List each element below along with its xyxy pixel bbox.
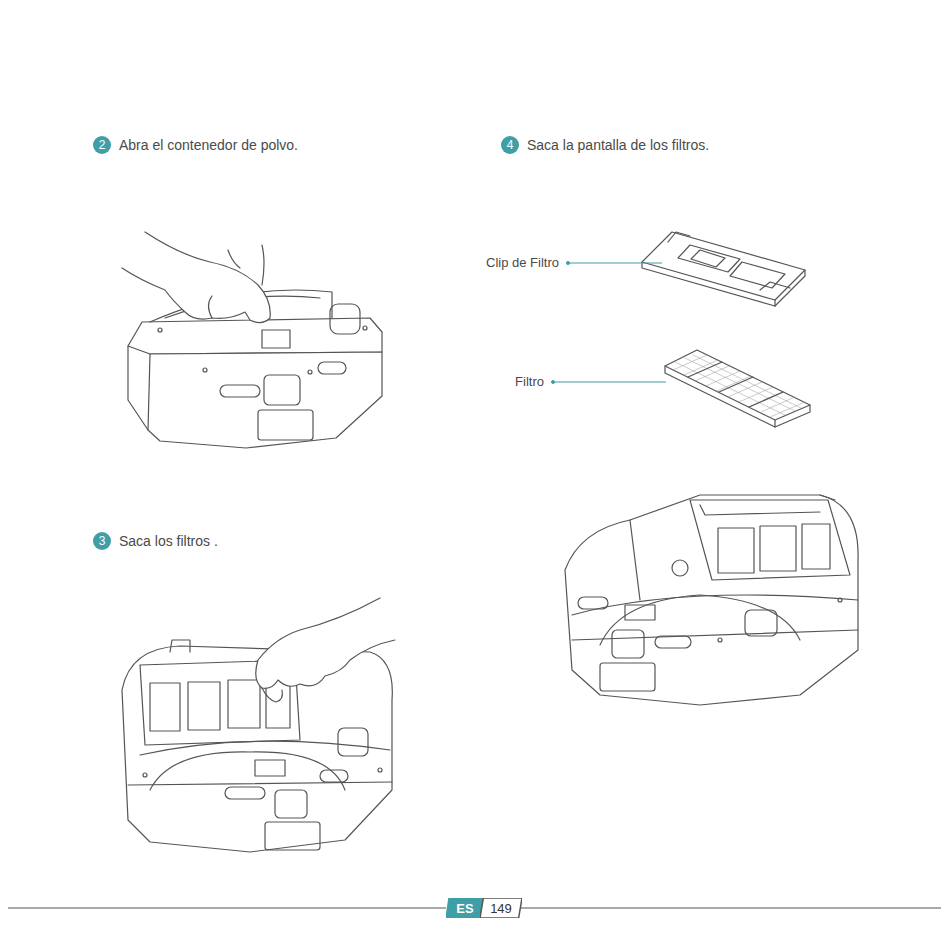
page-tag-text: ES — [449, 901, 480, 916]
page-tag: ES — [446, 898, 484, 918]
open-bin — [565, 495, 858, 705]
closed-bin — [122, 232, 382, 448]
step-instruction: Saca la pantalla de los filtros. — [527, 137, 709, 153]
filter-clip — [642, 232, 805, 306]
step-number: 3 — [93, 532, 111, 550]
step-instruction: Abra el contenedor de polvo. — [119, 137, 298, 153]
step-instruction: Saca los filtros . — [119, 533, 218, 549]
step-marker: 4 Saca la pantalla de los filtros. — [501, 136, 709, 154]
step-number: 2 — [93, 136, 111, 154]
part-label: Filtro — [515, 374, 544, 389]
step-marker: 2 Abra el contenedor de polvo. — [93, 136, 298, 154]
part-label: Clip de Filtro — [486, 255, 559, 270]
page-tag-text: 149 — [483, 901, 519, 916]
page-tag: 149 — [480, 898, 522, 918]
filter-mesh — [665, 350, 810, 427]
step-number: 4 — [501, 136, 519, 154]
step-marker: 3 Saca los filtros . — [93, 532, 218, 550]
open-bin-hand — [122, 598, 395, 852]
